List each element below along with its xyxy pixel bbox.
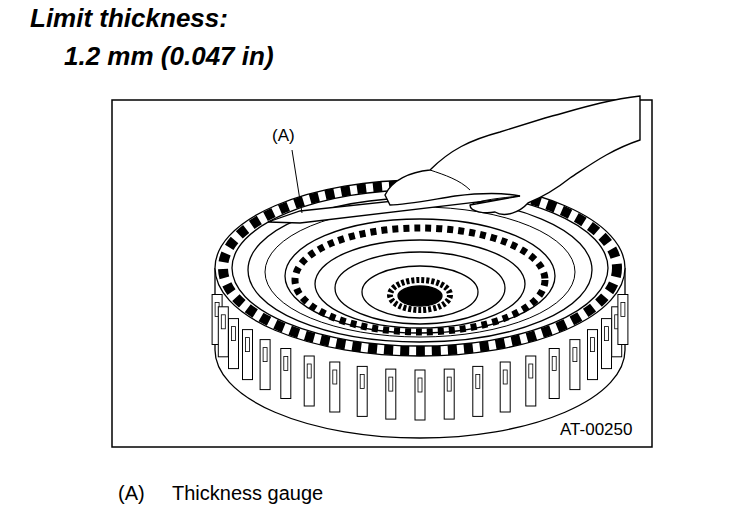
drum-slot: [618, 295, 628, 345]
drum-slot: [218, 307, 228, 357]
hub-spline: [390, 280, 450, 310]
drum-slot-hole: [605, 327, 609, 341]
hub-ring: [315, 240, 525, 328]
drum-slot: [229, 319, 239, 369]
key-text: Thickness gauge: [172, 482, 323, 505]
plate-inner: [285, 219, 555, 333]
inner-teeth: [295, 228, 545, 332]
drum-slot-hole: [621, 303, 625, 317]
drum-slot-hole: [573, 348, 577, 362]
heading: Limit thickness:: [30, 4, 228, 34]
drum-slot-hole: [552, 357, 556, 371]
plate-edge: [265, 207, 575, 337]
callout-letter: (A): [272, 126, 295, 146]
drum-slot: [444, 369, 454, 419]
drum-slot: [281, 349, 291, 399]
leader-line: [292, 150, 302, 213]
drum-slot-hole: [307, 364, 311, 378]
key-letter: (A): [118, 482, 145, 505]
drum-slot: [260, 340, 270, 390]
drum-slot: [526, 356, 536, 406]
drum-slot: [602, 319, 612, 369]
drum-slot-hole: [221, 315, 225, 329]
drum-slot-hole: [476, 374, 480, 388]
drum-slot-hole: [263, 348, 267, 362]
drum-slot-hole: [529, 364, 533, 378]
drum-slot: [357, 366, 367, 416]
drum-slot: [304, 356, 314, 406]
drum-slot-hole: [333, 370, 337, 384]
hub: [362, 266, 478, 318]
drum-rim: [215, 180, 625, 356]
drum-slot: [243, 330, 253, 380]
drum-slot-hole: [447, 377, 451, 391]
drum-slot-hole: [503, 370, 507, 384]
finger-lines: [430, 170, 520, 205]
drum-slot-hole: [591, 338, 595, 352]
drum-slot-hole: [418, 378, 422, 392]
drum-slot: [588, 330, 598, 380]
hub-bore: [398, 286, 442, 306]
drum-slot-hole: [360, 374, 364, 388]
drum-slot: [549, 349, 559, 399]
drum-slot-hole: [246, 338, 250, 352]
drum-slot: [570, 340, 580, 390]
drum-slot: [415, 370, 425, 420]
drum-slot-hole: [232, 327, 236, 341]
limit-value: 1.2 mm (0.047 in): [64, 42, 274, 72]
drum-slot: [330, 362, 340, 412]
drum-slot: [386, 369, 396, 419]
drum-teeth: [223, 185, 617, 351]
drive-plate: [232, 190, 608, 346]
drum-slot-hole: [389, 377, 393, 391]
hub-ring-inner: [335, 252, 505, 324]
drum-slot: [500, 362, 510, 412]
figure-code: AT-00250: [560, 420, 632, 440]
drum-slot: [473, 366, 483, 416]
drum-slot-hole: [284, 357, 288, 371]
hand: [385, 96, 640, 214]
